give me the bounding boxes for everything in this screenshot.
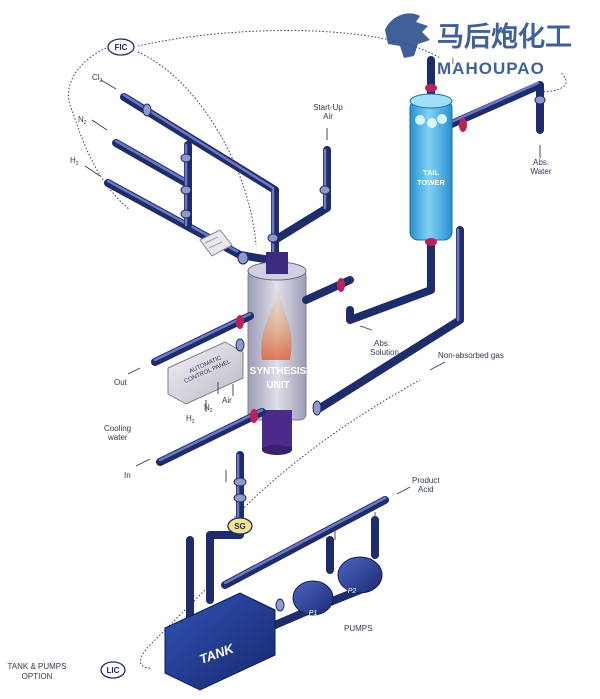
fic-label: FIC [115,43,128,52]
diagram-labels: Cl2 N2 H2 Start-Up Air l Abs. Water Abs.… [8,57,552,681]
heat-exchanger [199,229,233,257]
pump-1-label: P1 [309,610,318,617]
tail-tower: TAIL TOWER [409,93,453,241]
fic-instrument: FIC [107,38,135,56]
startup-air-pipe [271,146,331,244]
n2-label: N2 [78,115,87,126]
cooling-water-label-2: water [107,433,128,442]
pump-1: P1 [292,580,334,617]
tail-tower-label-2: TOWER [417,178,445,187]
feed-pipes [104,93,286,266]
product-acid-label-1: Product [412,476,440,485]
synthesis-unit: SYNTHESIS UNIT [247,252,307,455]
tail-gas-partial-label: l [452,57,454,66]
flanges [142,84,546,612]
abs-solution-label-1: Abs. [374,339,390,348]
pump-2: P2 [337,556,383,595]
tail-tower-label-1: TAIL [423,168,440,177]
flow-arrows [84,79,541,549]
horse-logo-icon [385,13,430,58]
out-label: Out [114,378,128,387]
startup-air-label-2: Air [323,112,333,121]
h2-label: H2 [70,156,79,167]
in-label: In [124,471,131,480]
brand-latin-name: MAHOUPAO [437,59,545,78]
lic-label: LIC [107,666,120,675]
brand-chinese-name: 马后炮化工 [437,21,572,53]
synthesis-label-1: SYNTHESIS [250,366,307,377]
panel-n2-label: N2 [204,403,213,414]
cooling-water-label-1: Cooling [104,424,131,433]
sg-label: SG [234,522,246,531]
pumps-label: PUMPS [344,624,372,633]
cooling-water-pipes [151,312,266,466]
cl2-label: Cl2 [92,73,103,84]
product-acid-label-2: Acid [418,485,434,494]
brand-watermark: 马后炮化工 MAHOUPAO [385,13,572,78]
abs-water-label-1: Abs. [533,158,549,167]
panel-air-label: Air [222,396,232,405]
sg-instrument: SG [227,517,253,535]
pump-2-label: P2 [348,588,357,595]
abs-water-label-2: Water [530,167,551,176]
synthesis-label-2: UNIT [266,380,289,391]
control-signal-lines [67,30,567,669]
tank: TANK [164,592,276,691]
startup-air-label-1: Start-Up [313,103,343,112]
tank-pumps-option-label-2: OPTION [22,672,53,681]
panel-h2-label: H2 [186,414,195,425]
abs-solution-label-2: Solution [370,348,399,357]
control-panel: AUTOMATIC CONTROL PANEL [167,341,244,405]
non-absorbed-gas-label: Non-absorbed gas [438,351,504,360]
tank-pumps-option-label-1: TANK & PUMPS [8,662,67,671]
lic-instrument: LIC [100,661,126,679]
